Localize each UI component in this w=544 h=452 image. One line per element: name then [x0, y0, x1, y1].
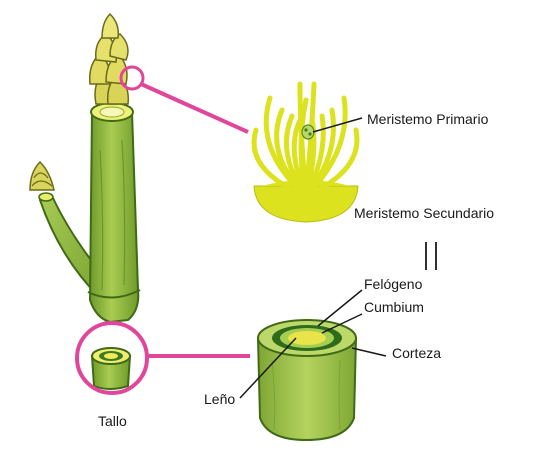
stem-node: [87, 289, 141, 299]
side-branch-cut: [38, 192, 54, 202]
apex-connector-line: [140, 82, 249, 134]
label-meristemo-secundario: Meristemo Secundario: [354, 205, 495, 221]
meristemo-primario-leader: [312, 117, 363, 133]
label-corteza: Corteza: [392, 345, 442, 361]
corteza-leader: [351, 347, 387, 357]
felogeno-leader: [317, 289, 363, 327]
cylinder-body: [256, 337, 358, 442]
cumbium-leader: [321, 313, 363, 334]
leno-leader: [239, 337, 297, 399]
label-meristemo-primario: Meristemo Primario: [367, 111, 489, 127]
primary-meristem-section: [251, 81, 360, 223]
leno-core: [288, 331, 326, 345]
stem-upper: [88, 111, 140, 324]
label-cumbium: Cumbium: [364, 299, 424, 315]
stem-cross-section: [256, 319, 358, 442]
label-felogeno: Felógeno: [364, 276, 423, 292]
side-bud: [29, 160, 55, 191]
label-tallo: Tallo: [98, 413, 127, 429]
meristem-base: [253, 185, 359, 223]
label-leno: Leño: [204, 391, 236, 407]
meristem-dome: [301, 124, 315, 140]
apical-bud: [88, 12, 130, 105]
apex-highlight-circle: [119, 65, 145, 91]
stem: [29, 12, 141, 390]
